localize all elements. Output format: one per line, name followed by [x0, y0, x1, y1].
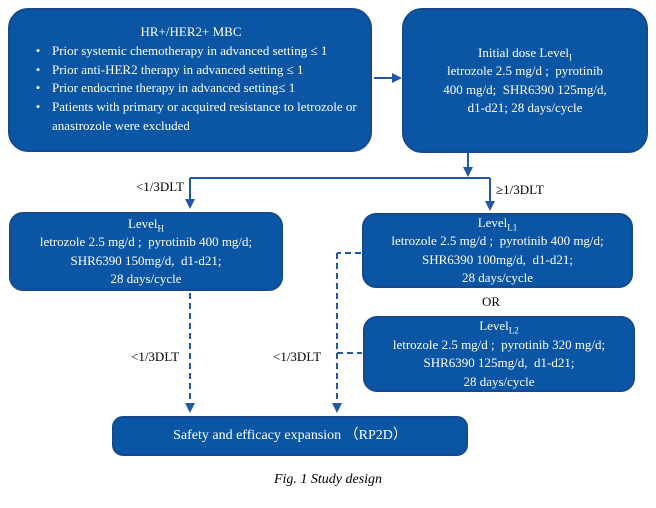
bullet-icon: • [35, 42, 41, 58]
level-l1-line-1: letrozole 2.5 mg/d ; pyrotinib 400 mg/d; [391, 233, 604, 248]
initial-dose-title-text: Initial dose Level [478, 44, 569, 60]
list-item: • Prior endocrine therapy in advanced se… [24, 79, 358, 98]
level-l1-box: LevelL1 letrozole 2.5 mg/d ; pyrotinib 4… [362, 213, 633, 288]
list-item: • Prior anti-HER2 therapy in advanced se… [24, 61, 358, 80]
branch-label-gte-third-dlt: ≥1/3DLT [496, 182, 544, 197]
list-item: • Patients with primary or acquired resi… [24, 98, 358, 136]
level-h-title: LevelH [128, 215, 164, 234]
level-l2-line-1: letrozole 2.5 mg/d ; pyrotinib 320 mg/d; [392, 336, 606, 352]
eligibility-bullet-1: Prior systemic chemotherapy in advanced … [52, 42, 328, 58]
level-l1-line-3: 28 days/cycle [461, 270, 534, 285]
level-l1-subscript: L1 [507, 222, 518, 233]
expansion-box: Safety and efficacy expansion （RP2D） [112, 416, 468, 456]
dlt-label-right: <1/3DLT [272, 349, 322, 364]
list-item: • Prior systemic chemotherapy in advance… [24, 42, 358, 61]
bullet-icon: • [35, 61, 41, 77]
eligibility-bullet-3: Prior endocrine therapy in advanced sett… [52, 80, 296, 96]
initial-dose-line-1: letrozole 2.5 mg/d ; pyrotinib [447, 63, 603, 78]
level-l2-title-text: Level [479, 318, 509, 333]
level-l2-subscript: L2 [508, 325, 519, 336]
level-l1-title-text: Level [477, 214, 508, 230]
eligibility-bullet-2: Prior anti-HER2 therapy in advanced sett… [52, 61, 304, 77]
initial-dose-line-3: d1-d21; 28 days/cycle [467, 100, 583, 115]
dlt-label-left: <1/3DLT [130, 349, 180, 364]
level-l2-line-2: SHR6390 125mg/d, d1-d21; [423, 355, 575, 370]
level-h-line-1: letrozole 2.5 mg/d ; pyrotinib 400 mg/d; [39, 234, 253, 249]
initial-dose-box: Initial dose LevelI letrozole 2.5 mg/d ;… [402, 8, 648, 153]
level-l2-title: LevelL2 [479, 317, 519, 336]
figure-caption: Fig. 1 Study design [273, 472, 383, 487]
initial-dose-line-2: 400 mg/d; SHR6390 125mg/d, [443, 81, 607, 97]
eligibility-title: HR+/HER2+ MBC [140, 24, 242, 39]
eligibility-criteria-box: HR+/HER2+ MBC • Prior systemic chemother… [8, 8, 372, 152]
level-l2-box: LevelL2 letrozole 2.5 mg/d ; pyrotinib 3… [363, 316, 635, 392]
initial-dose-subscript: I [568, 52, 572, 63]
expansion-label: Safety and efficacy expansion （RP2D） [173, 427, 407, 443]
branch-label-lt-third-dlt: <1/3DLT [135, 179, 184, 194]
level-l1-title: LevelL1 [478, 214, 518, 233]
level-l1-line-2: SHR6390 100mg/d, d1-d21; [422, 251, 573, 267]
level-h-line-2: SHR6390 150mg/d, d1-d21; [70, 252, 222, 268]
level-h-line-3: 28 days/cycle [110, 271, 182, 286]
or-label: OR [481, 294, 501, 309]
level-h-box: LevelH letrozole 2.5 mg/d ; pyrotinib 40… [9, 212, 283, 291]
bullet-icon: • [35, 99, 41, 115]
level-l2-line-3: 28 days/cycle [463, 373, 535, 389]
level-h-title-text: Level [127, 215, 158, 231]
bullet-icon: • [35, 80, 41, 96]
eligibility-bullet-4: Patients with primary or acquired resist… [52, 99, 360, 133]
initial-dose-title: Initial dose LevelI [478, 44, 572, 63]
level-h-subscript: H [157, 223, 165, 234]
